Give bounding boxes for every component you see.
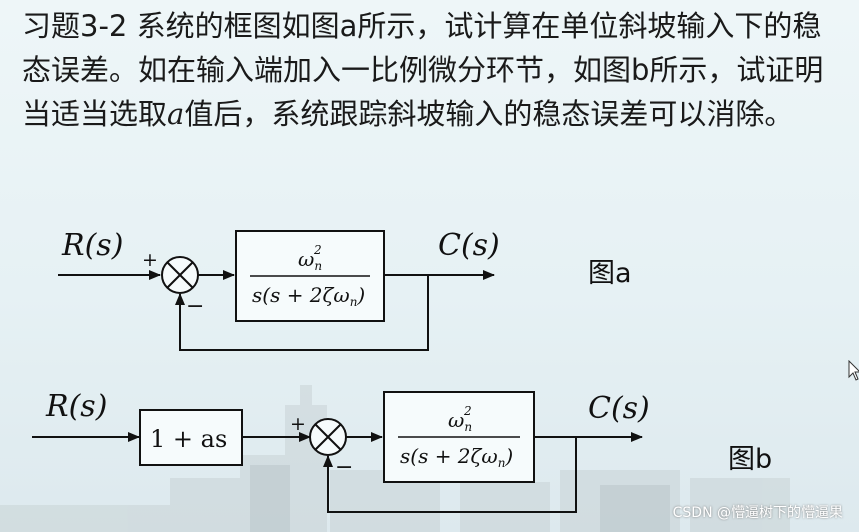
diagram-b-minus-sign: − [335, 455, 353, 480]
diagram-a-output-label: C(s) [438, 228, 500, 263]
diagram-b-output-label: C(s) [588, 391, 650, 426]
diagram-b-input-label: R(s) [45, 389, 107, 424]
diagram-b-plus-sign: + [290, 413, 306, 435]
diagram-a-figure-label: 图a [588, 258, 632, 289]
csdn-watermark: CSDN @懵逼树下的懵逼果 [673, 502, 843, 522]
diagram-a-plus-sign: + [142, 249, 158, 271]
diagram-b [32, 392, 642, 512]
diagram-a-summing-junction [162, 257, 198, 293]
diagram-a-tf-denominator: s(s + 2ζωn) [252, 283, 365, 309]
diagram-b-figure-label: 图b [728, 444, 772, 475]
diagram-a-minus-sign: − [186, 294, 204, 319]
mouse-cursor-icon [848, 360, 859, 382]
diagram-b-summing-junction [310, 419, 346, 455]
diagram-a-input-label: R(s) [61, 228, 123, 263]
diagram-b-tf-denominator: s(s + 2ζωn) [400, 444, 513, 470]
diagram-b-pd-block-label: 1 + as [150, 425, 227, 453]
